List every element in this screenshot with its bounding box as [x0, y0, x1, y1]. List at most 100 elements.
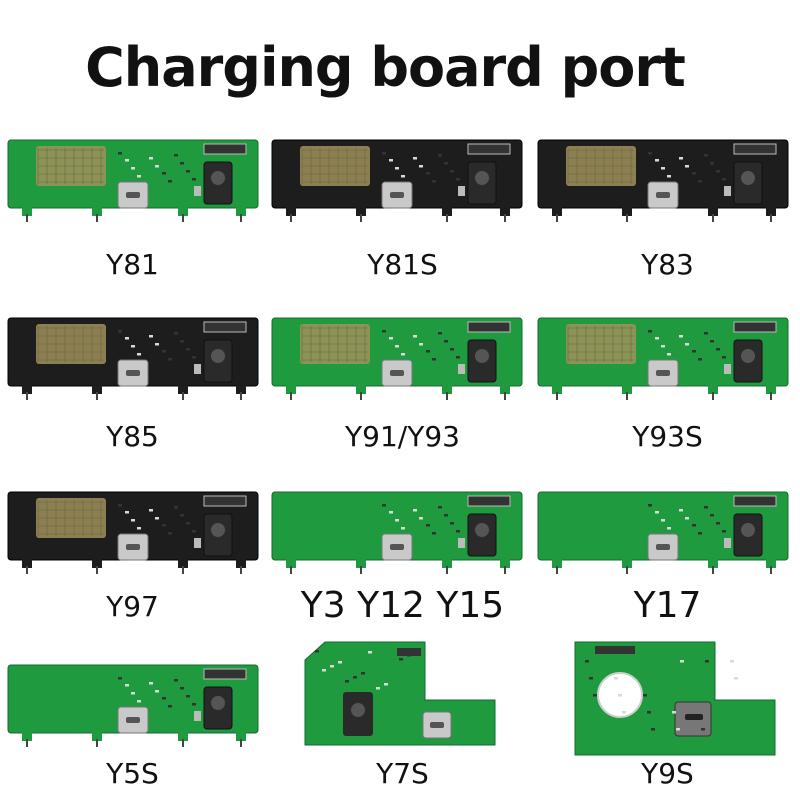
smd-component — [716, 170, 720, 173]
pcb-tab — [622, 558, 632, 568]
microphone — [724, 538, 731, 548]
usb-c-opening — [390, 544, 404, 550]
smd-component — [149, 509, 153, 512]
smd-component — [137, 175, 141, 178]
smd-component — [399, 658, 403, 661]
smd-component — [438, 154, 442, 157]
smd-component — [155, 165, 159, 168]
pcb-tab — [236, 206, 246, 216]
smd-component — [389, 511, 393, 514]
smd-component — [162, 350, 166, 353]
microphone — [458, 186, 465, 196]
usb-c-opening — [656, 192, 670, 198]
smd-component — [162, 697, 166, 700]
pcb-tab — [178, 384, 188, 394]
smd-component — [162, 524, 166, 527]
board-model-label: Y97 — [106, 590, 159, 623]
smd-component — [667, 527, 671, 530]
smd-component — [426, 350, 430, 353]
jack-hole — [475, 171, 489, 185]
usb-c-opening — [685, 714, 703, 720]
pcb-tab — [178, 558, 188, 568]
pcb-tab — [92, 731, 102, 741]
smd-component — [722, 178, 726, 181]
usb-c-opening — [656, 544, 670, 550]
pcb-tab — [442, 384, 452, 394]
pcb-tab — [766, 384, 776, 394]
jack-hole — [211, 696, 225, 710]
smd-component — [655, 337, 659, 340]
pcb-tab — [766, 206, 776, 216]
board-model-label: Y83 — [641, 248, 694, 281]
smd-component — [192, 530, 196, 533]
smd-component — [438, 332, 442, 335]
smd-component — [180, 162, 184, 165]
smd-component — [118, 152, 122, 155]
smd-component — [419, 517, 423, 520]
board-model-label: Y17 — [633, 585, 702, 626]
smd-component — [125, 511, 129, 514]
smd-component — [174, 506, 178, 509]
jack-hole — [475, 349, 489, 363]
smd-component — [647, 711, 651, 714]
smd-component — [672, 711, 676, 714]
pcb-tab — [708, 206, 718, 216]
microphone — [194, 711, 201, 721]
smd-component — [661, 345, 665, 348]
smd-component — [704, 154, 708, 157]
smd-component — [131, 345, 135, 348]
charging-board-image — [271, 491, 523, 574]
smd-component — [315, 650, 319, 653]
smd-component — [155, 343, 159, 346]
smd-component — [180, 514, 184, 517]
pcb-tab — [92, 206, 102, 216]
smd-component — [685, 517, 689, 520]
smd-component — [655, 159, 659, 162]
smd-component — [734, 677, 738, 680]
smd-component — [692, 350, 696, 353]
smd-component — [168, 180, 172, 183]
smd-component — [710, 340, 714, 343]
smd-component — [131, 167, 135, 170]
jack-hole — [211, 171, 225, 185]
smd-component — [716, 522, 720, 525]
fpc-connector — [733, 321, 777, 333]
smd-component — [407, 654, 411, 657]
usb-c-opening — [390, 192, 404, 198]
smd-component — [382, 504, 386, 507]
smd-component — [125, 159, 129, 162]
smd-component — [685, 343, 689, 346]
smd-component — [168, 705, 172, 708]
pcb-tab — [622, 206, 632, 216]
smd-component — [353, 676, 357, 679]
smd-component — [444, 162, 448, 165]
smd-component — [450, 348, 454, 351]
smd-component — [125, 684, 129, 687]
board-model-label: Y93S — [632, 420, 703, 453]
fpc-connector — [595, 646, 635, 654]
smd-component — [118, 504, 122, 507]
smd-component — [676, 728, 680, 731]
smd-component — [651, 728, 655, 731]
smd-component — [704, 332, 708, 335]
page-title: Charging board port — [85, 36, 686, 99]
smd-component — [432, 532, 436, 535]
jack-hole — [741, 523, 755, 537]
smd-component — [710, 514, 714, 517]
charging-board-image — [271, 317, 523, 400]
smd-component — [131, 519, 135, 522]
smd-component — [368, 651, 372, 654]
pcb-tab — [500, 384, 510, 394]
pcb-tab — [442, 206, 452, 216]
smd-component — [589, 677, 593, 680]
jack-hole — [741, 349, 755, 363]
smd-component — [413, 509, 417, 512]
smd-component — [168, 358, 172, 361]
charging-board-image — [7, 491, 259, 574]
board-model-label: Y81 — [106, 248, 159, 281]
smd-component — [643, 694, 647, 697]
smd-component — [174, 154, 178, 157]
smd-component — [162, 172, 166, 175]
smd-component — [680, 660, 684, 663]
board-model-label: Y7S — [376, 757, 429, 790]
